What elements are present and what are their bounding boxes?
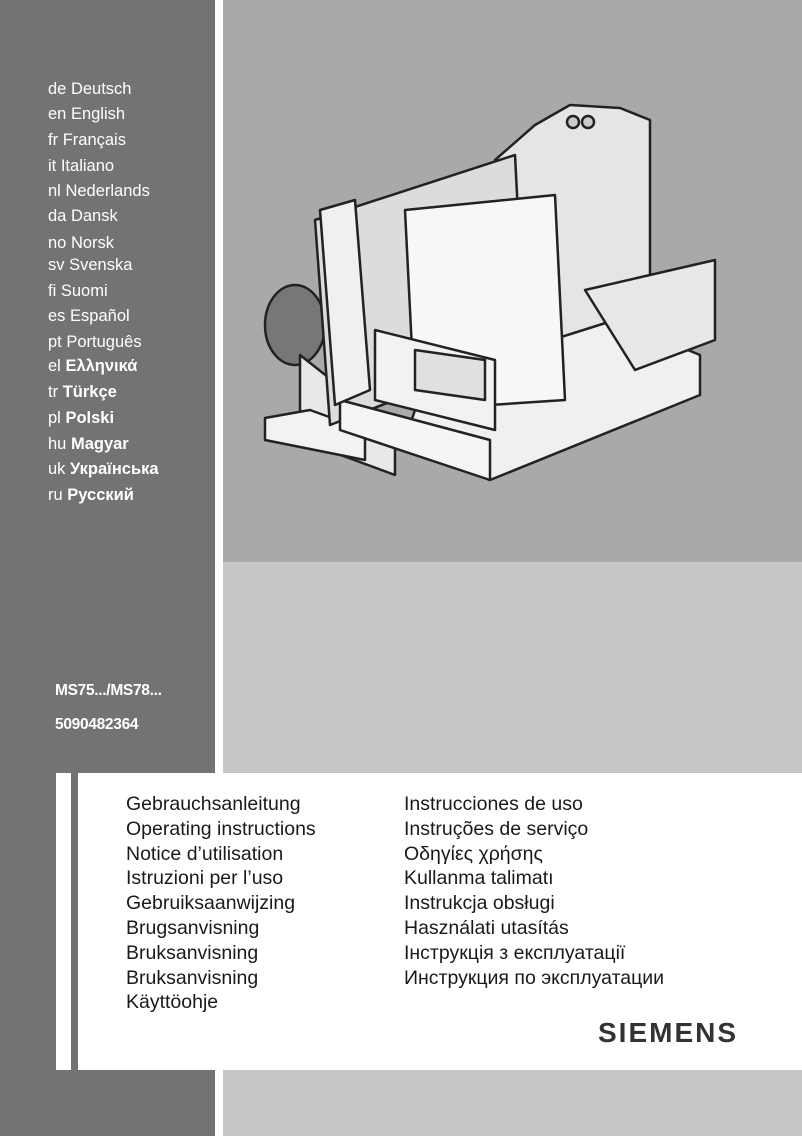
manual-title: Operating instructions <box>126 817 316 840</box>
language-code: ru <box>48 486 63 504</box>
manual-title: Käyttöohje <box>126 991 219 1014</box>
language-name: Русский <box>67 486 134 504</box>
language-code: sv <box>48 256 65 274</box>
manual-title: Bruksanvisning <box>126 966 259 989</box>
language-code: hu <box>48 435 67 453</box>
manual-title: Használati utasítás <box>404 916 569 939</box>
language-code: pl <box>48 409 61 427</box>
language-item-ru: ru Русский <box>48 486 134 505</box>
manual-title: Notice d’utilisation <box>126 842 284 865</box>
manual-title: Instruções de serviço <box>404 817 589 840</box>
language-code: nl <box>48 182 61 200</box>
language-item-fr: fr Français <box>48 131 126 150</box>
manual-title: Bruksanvisning <box>126 941 259 964</box>
language-name: Français <box>62 131 126 149</box>
model-number: MS75.../MS78... <box>55 682 162 699</box>
language-code: da <box>48 207 67 225</box>
language-name: Svenska <box>69 256 133 274</box>
part-number: 5090482364 <box>55 716 139 733</box>
language-code: tr <box>48 383 59 401</box>
language-name: Polski <box>65 409 115 427</box>
language-code: en <box>48 105 67 123</box>
language-item-en: en English <box>48 105 125 124</box>
titles-box <box>78 773 802 1070</box>
language-name: Español <box>70 307 130 325</box>
language-item-pl: pl Polski <box>48 409 114 428</box>
language-item-el: el Ελληνικά <box>48 357 137 376</box>
language-item-da: da Dansk <box>48 207 118 226</box>
language-name: Ελληνικά <box>65 357 138 375</box>
language-item-nl: nl Nederlands <box>48 182 150 201</box>
white-strip <box>56 773 71 1070</box>
language-name: Suomi <box>60 282 108 300</box>
manual-title: Інструкція з експлуатації <box>404 941 626 964</box>
language-item-it: it Italiano <box>48 157 114 176</box>
language-code: fi <box>48 282 57 300</box>
manual-title: Istruzioni per l’uso <box>126 867 284 890</box>
manual-title: Gebrauchsanleitung <box>126 793 301 815</box>
food-slicer-illustration <box>263 103 717 482</box>
language-name: Türkçe <box>62 383 117 401</box>
language-name: Italiano <box>60 157 115 175</box>
manual-title: Инструкция по эксплуатации <box>404 966 665 989</box>
manual-title: Brugsanvisning <box>126 916 260 939</box>
manual-title: Kullanma talimatı <box>404 867 554 890</box>
language-code: pt <box>48 333 62 351</box>
language-item-sv: sv Svenska <box>48 256 132 275</box>
language-item-fi: fi Suomi <box>48 282 108 301</box>
language-code: uk <box>48 460 66 478</box>
language-item-de: de Deutsch <box>48 80 131 99</box>
language-item-tr: tr Türkçe <box>48 383 117 402</box>
language-name: Magyar <box>70 435 129 453</box>
language-code: el <box>48 357 61 375</box>
language-name: Українська <box>70 460 159 478</box>
language-code: it <box>48 157 57 175</box>
manual-title: Instrukcja obsługi <box>404 892 555 915</box>
manual-title: Gebruiksaanwijzing <box>126 892 296 915</box>
language-code: fr <box>48 131 59 149</box>
language-item-no: no Norsk <box>48 234 114 253</box>
siemens-logo: SIEMENS <box>598 1017 739 1048</box>
language-item-hu: hu Magyar <box>48 435 129 454</box>
language-code: de <box>48 80 67 98</box>
manual-title: Instrucciones de uso <box>404 793 583 815</box>
language-name: English <box>70 105 126 123</box>
language-code: no <box>48 234 67 252</box>
language-name: Nederlands <box>65 182 150 200</box>
language-item-uk: uk Українська <box>48 460 159 479</box>
language-code: es <box>48 307 66 325</box>
language-item-pt: pt Português <box>48 333 142 352</box>
manual-title: Οδηγίες χρήσης <box>404 842 543 865</box>
language-name: Português <box>66 333 142 351</box>
language-name: Deutsch <box>70 80 132 98</box>
language-name: Norsk <box>70 234 115 252</box>
language-item-es: es Español <box>48 307 130 326</box>
language-name: Dansk <box>70 207 118 225</box>
